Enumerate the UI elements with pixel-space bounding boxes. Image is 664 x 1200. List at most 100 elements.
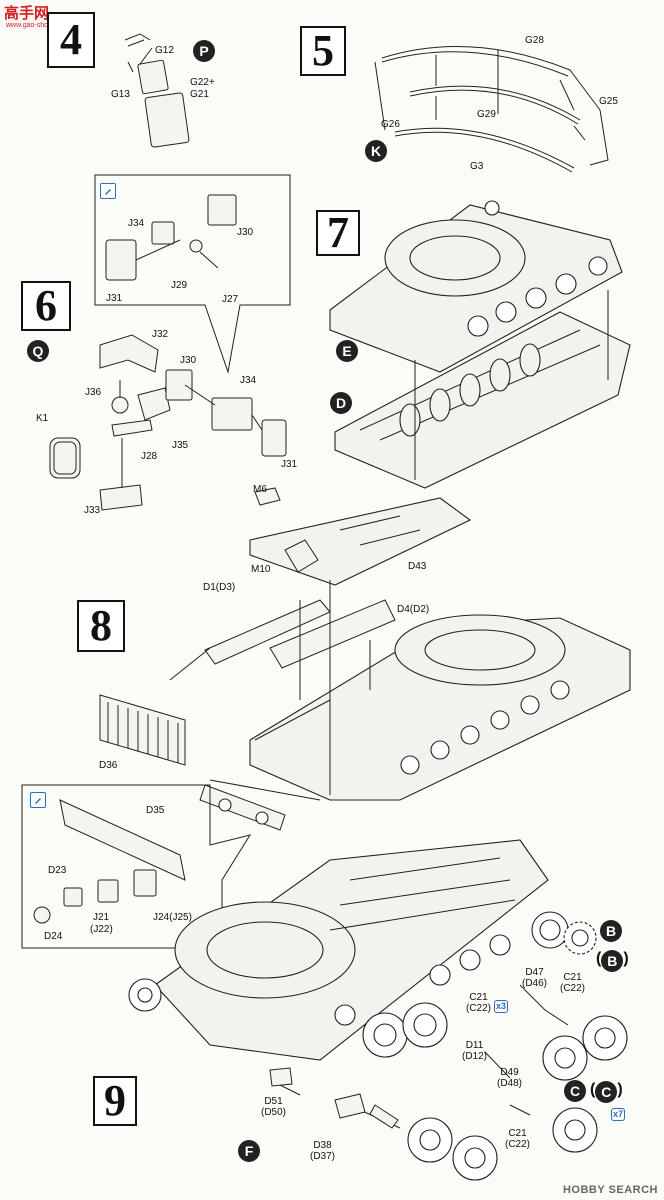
label-c21-mid: C21(C22) [466,992,491,1014]
sprue-marker-q: Q [27,340,49,362]
label-d48: (D48) [497,1078,523,1089]
label-g3: G3 [470,161,484,172]
label-j24: J24(J25) [153,912,192,923]
label-c22-a: (C22) [560,983,586,994]
label-d12: (D12) [462,1051,488,1062]
label-d47-a: D47 [525,967,544,978]
sprue-marker-e: E [336,340,358,362]
label-d49-a: D49 [500,1067,519,1078]
sprue-marker-p: P [193,40,215,62]
sprue-marker-b-paren: (B) [596,947,629,972]
step9-suspension-arms [269,984,569,1129]
label-j30: J30 [180,355,197,366]
label-c22-c: (C22) [505,1139,531,1150]
label-m10: M10 [251,564,271,575]
label-g12: G12 [155,45,174,56]
paint-icon-step8 [30,792,46,808]
brush-icon [105,189,111,195]
sprue-marker-c-paren: (C) [590,1078,623,1103]
step-8-box: 8 [77,600,125,652]
step8-engine-deck [249,487,472,586]
step8-side-fenders [204,599,396,669]
label-j33: J33 [84,505,101,516]
step8-rear-grille [99,694,186,766]
label-d43: D43 [408,561,427,572]
watermark-logo: 高手网 [4,5,50,22]
label-k1: K1 [36,413,49,424]
footer-watermark: HOBBY SEARCH [562,1184,658,1196]
label-d4: D4(D2) [397,604,430,615]
label-d38: D38(D37) [310,1140,335,1162]
step9-road-wheels-on-hull [128,934,511,1058]
label-c22-b: (C22) [466,1003,492,1014]
label-d1: D1(D3) [203,582,236,593]
label-d47: D47(D46) [522,967,547,989]
label-c21-sprocket: C21(C22) [560,972,585,994]
label-g13: G13 [111,89,130,100]
step4-periscope-part [124,33,190,148]
label-j34-inset: J34 [128,218,145,229]
sprue-marker-b-alt: B [601,950,624,972]
label-j34: J34 [240,375,257,386]
label-d51-a: D51 [264,1096,283,1107]
step9-hull [154,839,549,1061]
label-j31: J31 [281,459,298,470]
label-j30-inset: J30 [237,227,254,238]
label-j21: J21 [93,912,110,923]
label-j22: (J22) [90,924,113,935]
sprue-marker-k: K [365,140,387,162]
step6-main-parts [49,334,287,511]
label-d11-a: D11 [465,1040,484,1051]
label-c21-c: C21 [508,1128,527,1139]
label-d38-a: D38 [313,1140,332,1151]
step8-rear-plate [199,784,286,831]
label-g29: G29 [477,109,496,120]
label-g22: G22+ [190,77,215,88]
paint-icon-step6 [100,183,116,199]
brush-icon [35,798,41,804]
label-g21: G21 [190,89,209,100]
sprue-marker-f: F [238,1140,260,1162]
step7-upper-hull [329,200,623,373]
label-d37: (D37) [310,1151,336,1162]
sprue-marker-c: C [564,1080,586,1102]
step-7-box: 7 [316,210,360,256]
label-j32: J32 [152,329,169,340]
label-d46: (D46) [522,978,548,989]
label-j29: J29 [171,280,188,291]
label-g26: G26 [381,119,400,130]
label-d24: D24 [44,931,63,942]
step9-loose-wheels [407,1015,628,1181]
step-9-box: 9 [93,1076,137,1126]
label-c21-b: C21 [469,992,488,1003]
label-d35: D35 [146,805,165,816]
label-g25: G25 [599,96,618,107]
step-5-box: 5 [300,26,346,76]
step8-inset-parts [33,799,186,924]
label-c21-a: C21 [563,972,582,983]
watermark-url: www.gao-shou.com [6,22,68,29]
label-j35: J35 [172,440,189,451]
step8-inset-frame [21,784,252,949]
label-d50: (D50) [261,1107,287,1118]
label-g28: G28 [525,35,544,46]
step8-hull [249,614,631,801]
label-j27: J27 [222,294,239,305]
quantity-badge-x7: x7 [611,1108,626,1121]
step5-railings [374,45,609,173]
label-d51: D51(D50) [261,1096,286,1118]
sprue-marker-c-alt: C [595,1081,618,1103]
label-c21-bottom: C21(C22) [505,1128,530,1150]
label-j36: J36 [85,387,102,398]
step-6-box: 6 [21,281,71,331]
step6-inset-parts [105,194,237,281]
sprue-marker-b: B [600,920,622,942]
label-d11: D11(D12) [462,1040,487,1062]
quantity-badge-x3: x3 [494,1000,509,1013]
label-d36: D36 [99,760,118,771]
label-m6: M6 [253,484,267,495]
label-j31-inset: J31 [106,293,123,304]
label-d49: D49(D48) [497,1067,522,1089]
